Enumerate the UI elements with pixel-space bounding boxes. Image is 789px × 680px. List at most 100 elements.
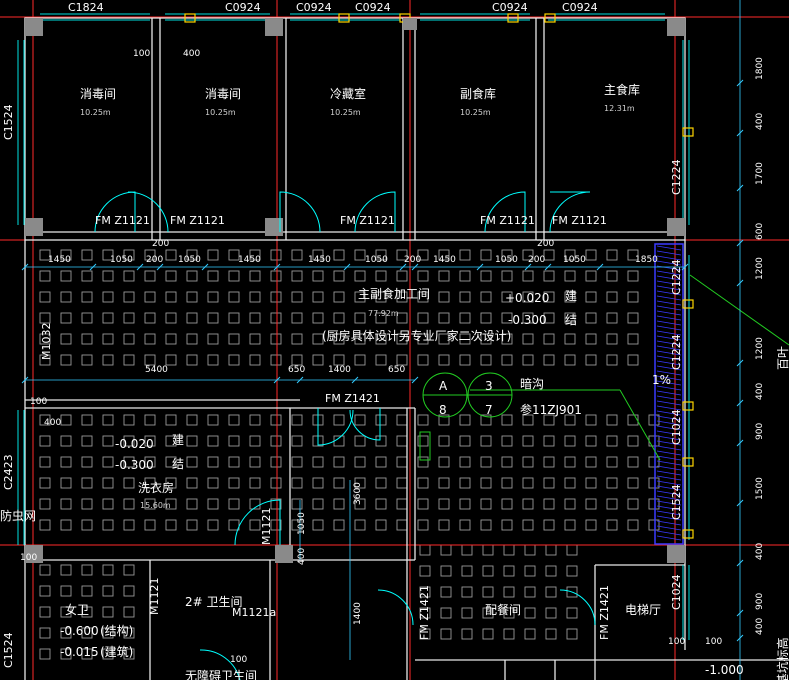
- floor-tile: [228, 333, 240, 345]
- floor-tile: [186, 498, 198, 510]
- dim-tick: [524, 263, 532, 271]
- dim-value: 900: [755, 423, 765, 440]
- floor-tile: [81, 270, 93, 282]
- hatch-line: [656, 345, 682, 351]
- floor-tile: [522, 456, 534, 468]
- floor-tile: [375, 456, 387, 468]
- hatch-line: [656, 400, 682, 406]
- floor-tile: [312, 312, 324, 324]
- floor-tile: [461, 544, 473, 556]
- floor-tile: [207, 354, 219, 366]
- dim-tick: [399, 263, 407, 271]
- window-marker: [682, 529, 694, 539]
- hatch-line: [656, 535, 682, 541]
- floor-tile: [524, 544, 536, 556]
- dim-tick: [544, 263, 552, 271]
- floor-tile: [144, 519, 156, 531]
- floor-tile: [249, 435, 261, 447]
- floor-tile: [585, 498, 597, 510]
- hatch-line: [656, 480, 682, 486]
- floor-tile: [144, 333, 156, 345]
- floor-tile: [291, 291, 303, 303]
- floor-tile: [459, 477, 471, 489]
- floor-tile: [606, 291, 618, 303]
- floor-tile: [480, 456, 492, 468]
- hatch-line: [656, 305, 682, 311]
- floor-tile: [81, 333, 93, 345]
- floor-tile: [480, 333, 492, 345]
- floor-tile: [543, 519, 555, 531]
- detail-b: 8: [439, 403, 447, 417]
- level-note: 结: [172, 457, 184, 471]
- hatch-line: [656, 420, 682, 426]
- floor-tile: [123, 270, 135, 282]
- floor-tile: [566, 565, 578, 577]
- floor-tile: [249, 519, 261, 531]
- dim-value: 1050: [365, 255, 388, 265]
- room-name: 消毒间: [205, 87, 241, 101]
- floor-tile: [503, 544, 515, 556]
- cut-text: 百叶: [776, 346, 789, 370]
- dim-tick: [736, 359, 744, 367]
- floor-tile: [102, 249, 114, 261]
- right-cut-texts: 百叶 (基坑标高: [775, 346, 789, 680]
- floor-tile: [419, 628, 431, 640]
- floor-tile: [375, 291, 387, 303]
- dim-value: 1050: [297, 512, 307, 535]
- hatch-line: [656, 460, 682, 466]
- dim-value: 100: [668, 637, 685, 647]
- dim-value: 900: [755, 593, 765, 610]
- floor-tile: [566, 628, 578, 640]
- floor-tile: [207, 477, 219, 489]
- room-name: 2# 卫生间: [185, 595, 243, 609]
- trench-label: 暗沟: [520, 376, 544, 391]
- hatch-line: [656, 310, 682, 316]
- dim-value: 1450: [238, 255, 261, 265]
- floor-tile: [102, 312, 114, 324]
- floor-tile: [440, 544, 452, 556]
- floor-tile: [543, 291, 555, 303]
- floor-tile: [503, 607, 515, 619]
- floor-tile: [564, 291, 576, 303]
- floor-tile: [585, 414, 597, 426]
- dim-tick: [273, 263, 281, 271]
- floor-tile: [270, 270, 282, 282]
- level: -0.600: [60, 624, 99, 638]
- floor-tile: [375, 270, 387, 282]
- floor-tile: [144, 414, 156, 426]
- floor-tile: [585, 312, 597, 324]
- floor-tile: [102, 648, 114, 660]
- floor-tile: [81, 414, 93, 426]
- floor-tile: [501, 498, 513, 510]
- floor-tile: [438, 333, 450, 345]
- floor-tile: [165, 519, 177, 531]
- floor-tile: [207, 249, 219, 261]
- floor-tile: [81, 435, 93, 447]
- floor-tile: [165, 477, 177, 489]
- floor-tile: [60, 564, 72, 576]
- hatch-line: [656, 330, 682, 336]
- hatch-line: [656, 270, 682, 276]
- floor-tile: [228, 270, 240, 282]
- floor-tile: [419, 586, 431, 598]
- hatch-line: [656, 440, 682, 446]
- floor-tile: [585, 435, 597, 447]
- door-label: M1121: [148, 578, 161, 616]
- hatch-line: [656, 365, 682, 371]
- dim-tick: [736, 239, 744, 247]
- floor-tile: [354, 435, 366, 447]
- floor-tile: [627, 519, 639, 531]
- floor-tile: [291, 312, 303, 324]
- floor-tile: [459, 333, 471, 345]
- floor-tile: [228, 498, 240, 510]
- floor-tile: [545, 586, 557, 598]
- floor-tile: [480, 435, 492, 447]
- door-label: FM Z1421: [418, 585, 431, 640]
- door-label: FM Z1121: [170, 214, 225, 227]
- floor-tile: [522, 477, 534, 489]
- floor-tile: [165, 291, 177, 303]
- door-swings: [94, 191, 596, 680]
- floor-tile: [606, 456, 618, 468]
